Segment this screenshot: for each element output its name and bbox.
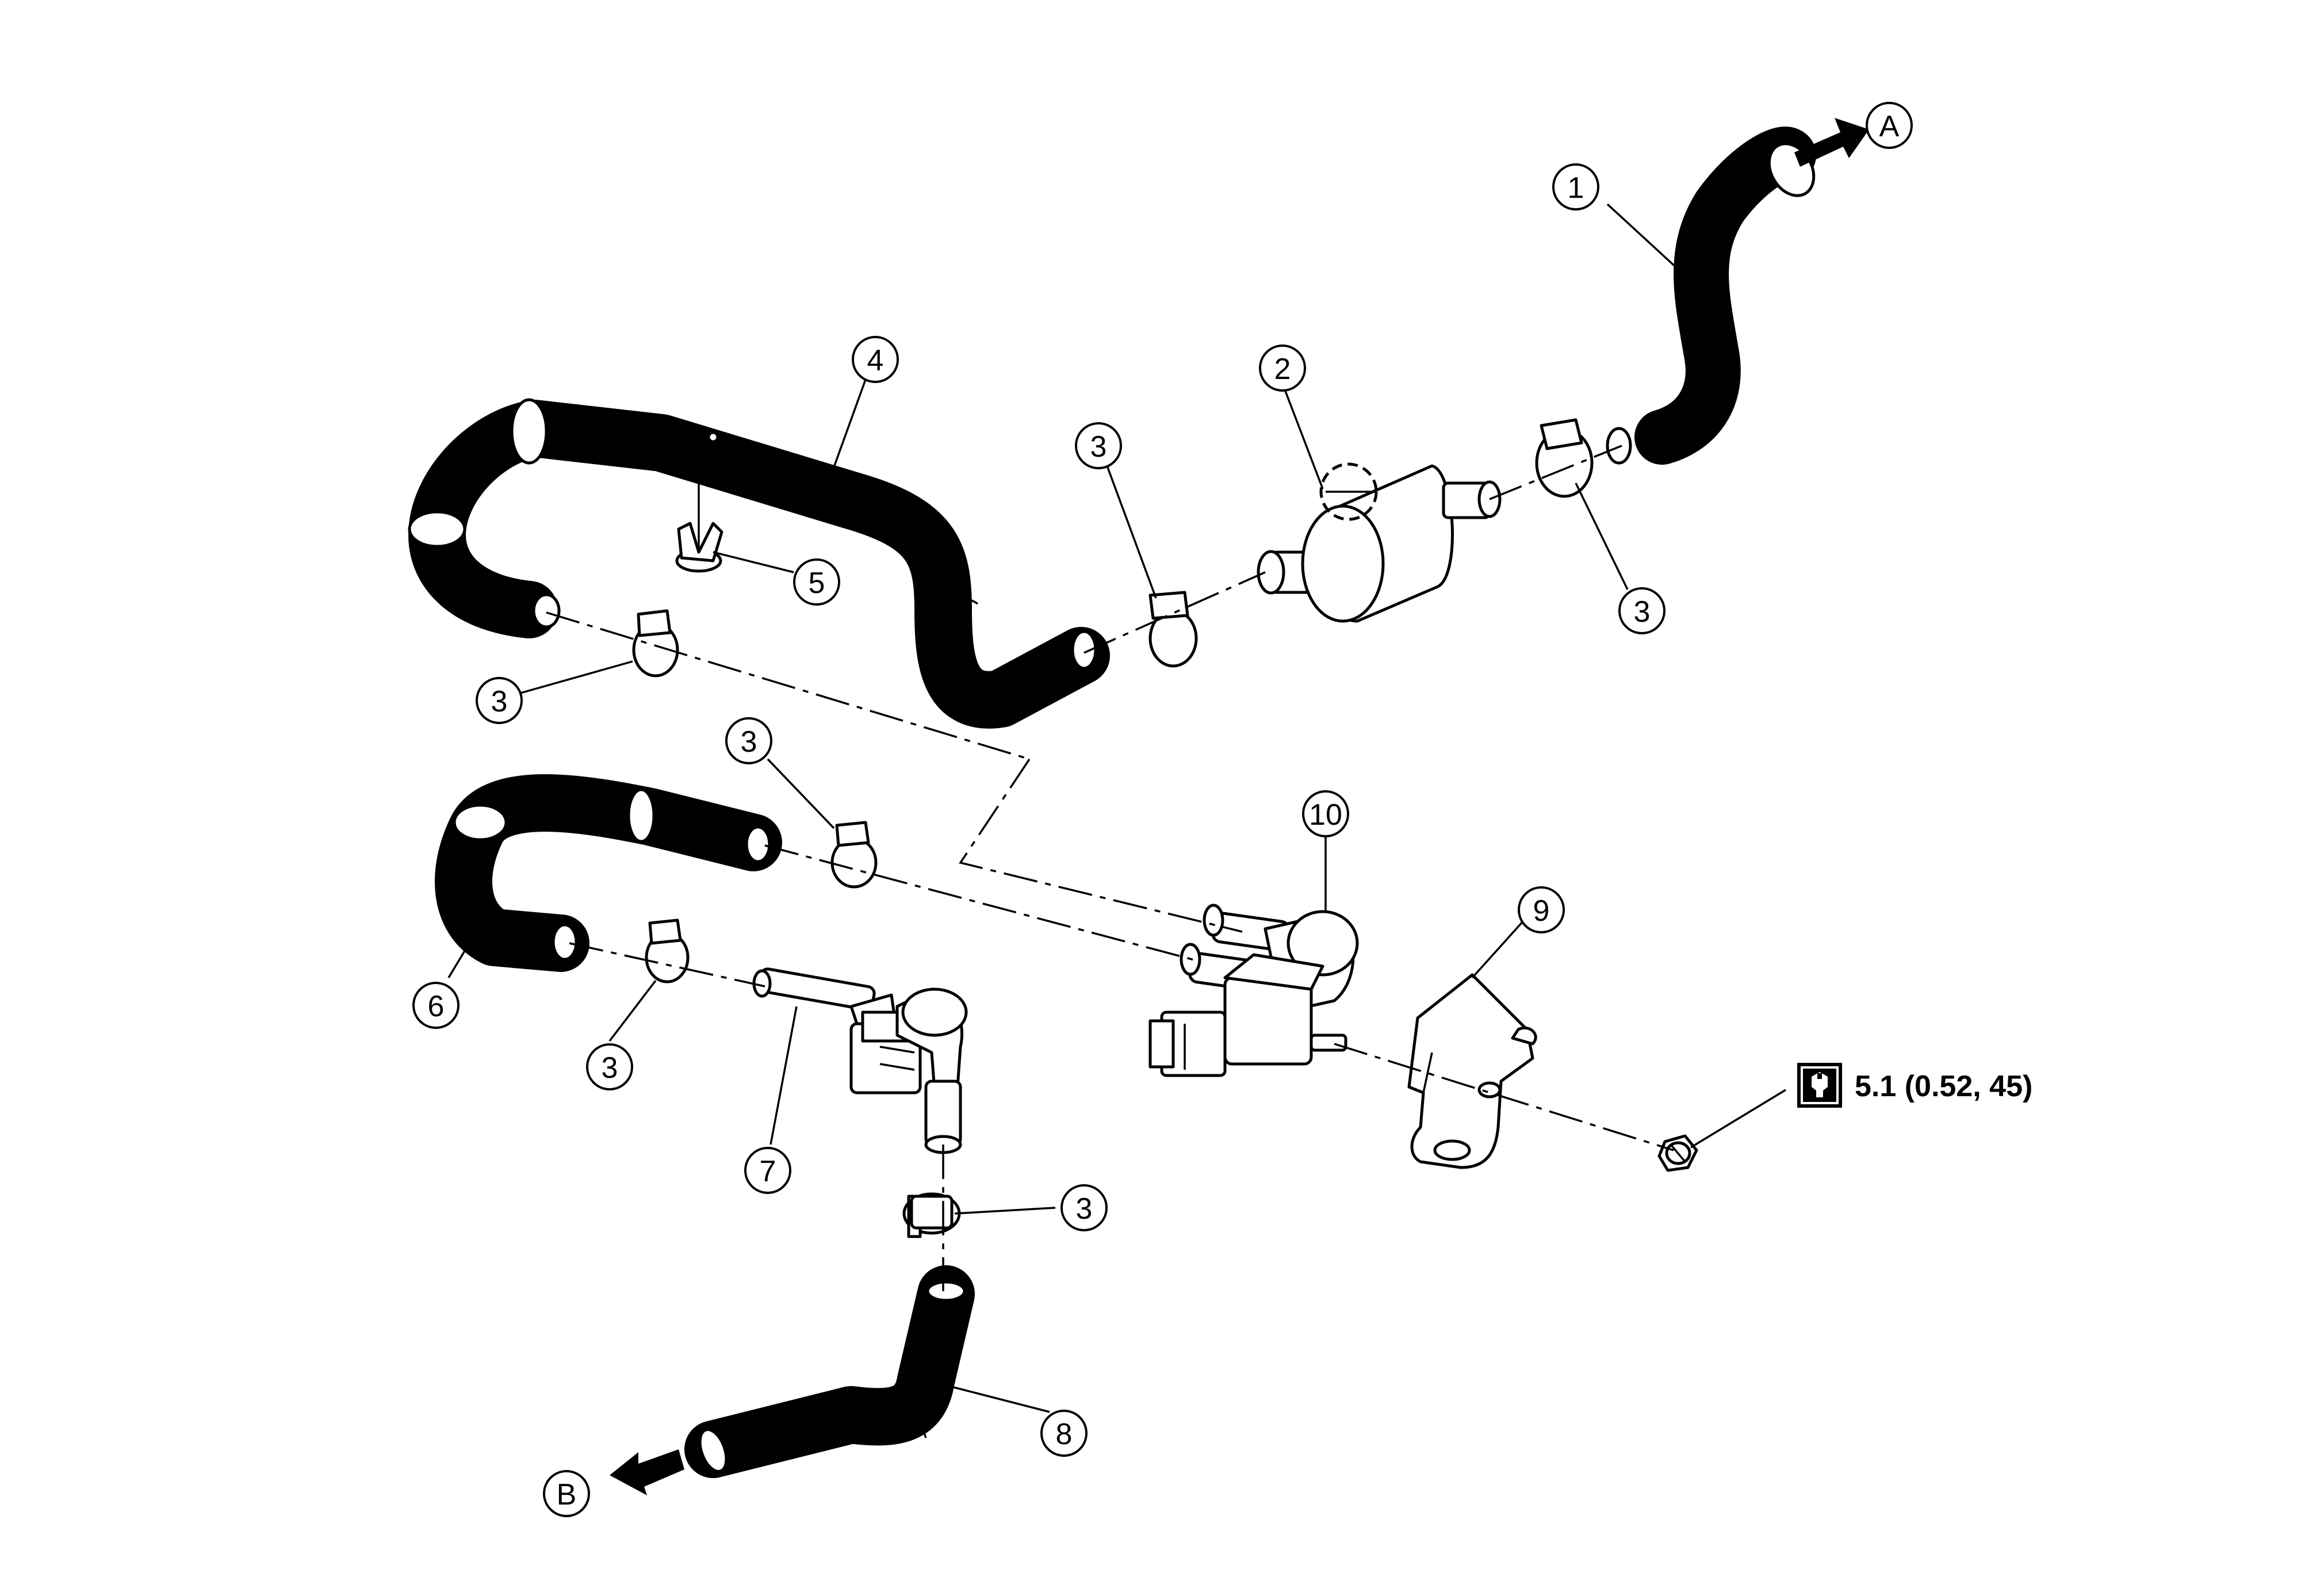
callout-10: 10 — [1302, 790, 1349, 837]
callout-7: 7 — [744, 1147, 791, 1194]
callout-5: 5 — [793, 558, 840, 606]
torque-spec-label: 5.1 (0.52, 45) — [1855, 1070, 2032, 1103]
svg-text:7: 7 — [760, 1155, 776, 1188]
torque-wrench-icon — [1797, 1063, 1842, 1108]
callout-6: 6 — [412, 982, 460, 1029]
arrow-to-b — [610, 1449, 684, 1495]
callout-3-upper-left: 3 — [476, 677, 523, 724]
hose-part-6 — [435, 774, 782, 972]
hose-part-1 — [1606, 127, 1816, 465]
clamp-part-3-top-right — [1535, 418, 1594, 498]
callout-2: 2 — [1259, 345, 1306, 392]
clamp-part-3-center — [830, 821, 878, 889]
clamp-part-3-bottom — [902, 1192, 961, 1238]
svg-text:6: 6 — [428, 990, 445, 1023]
valve-part-7 — [752, 967, 968, 1154]
svg-text:3: 3 — [491, 685, 508, 718]
callout-3-bottom: 3 — [1060, 1184, 1108, 1231]
callout-9: 9 — [1518, 886, 1565, 933]
callout-3-upper-right: 3 — [1618, 587, 1666, 634]
hose-part-8 — [684, 1265, 975, 1478]
svg-text:1: 1 — [1568, 171, 1584, 205]
assembly-centerlines — [546, 445, 1674, 1291]
svg-text:3: 3 — [1634, 595, 1651, 629]
svg-text:3: 3 — [741, 725, 757, 759]
svg-text:3: 3 — [1076, 1192, 1093, 1226]
callout-b: B — [543, 1470, 590, 1517]
svg-text:A: A — [1879, 110, 1900, 143]
callout-1: 1 — [1552, 163, 1599, 210]
flange-nut — [1657, 1134, 1698, 1172]
svg-text:4: 4 — [867, 344, 884, 377]
clamp-part-3-mid — [1148, 591, 1198, 668]
hose-part-4 — [408, 398, 1110, 729]
arrow-to-a — [1794, 118, 1869, 167]
filter-part-2 — [1257, 462, 1502, 623]
svg-text:10: 10 — [1309, 798, 1342, 832]
callout-3-center: 3 — [725, 717, 772, 764]
svg-text:B: B — [557, 1478, 577, 1511]
clamp-part-3-left — [632, 609, 679, 678]
clamp-part-3-lower-left — [645, 918, 690, 983]
leader-lines — [447, 203, 1786, 1413]
bracket-part-9 — [1407, 973, 1537, 1169]
svg-text:9: 9 — [1533, 894, 1550, 928]
svg-text:3: 3 — [1090, 430, 1107, 464]
svg-text:3: 3 — [602, 1051, 618, 1085]
callout-8: 8 — [1040, 1410, 1088, 1457]
callout-3-upper-mid: 3 — [1075, 422, 1122, 469]
svg-text:2: 2 — [1274, 353, 1291, 386]
clip-part-5 — [675, 483, 723, 573]
valve-part-10 — [1148, 904, 1359, 1077]
callout-a: A — [1866, 102, 1913, 149]
callout-3-lower-left: 3 — [586, 1043, 633, 1090]
svg-text:8: 8 — [1056, 1418, 1073, 1451]
callout-4: 4 — [852, 336, 899, 383]
svg-text:5: 5 — [809, 567, 825, 600]
